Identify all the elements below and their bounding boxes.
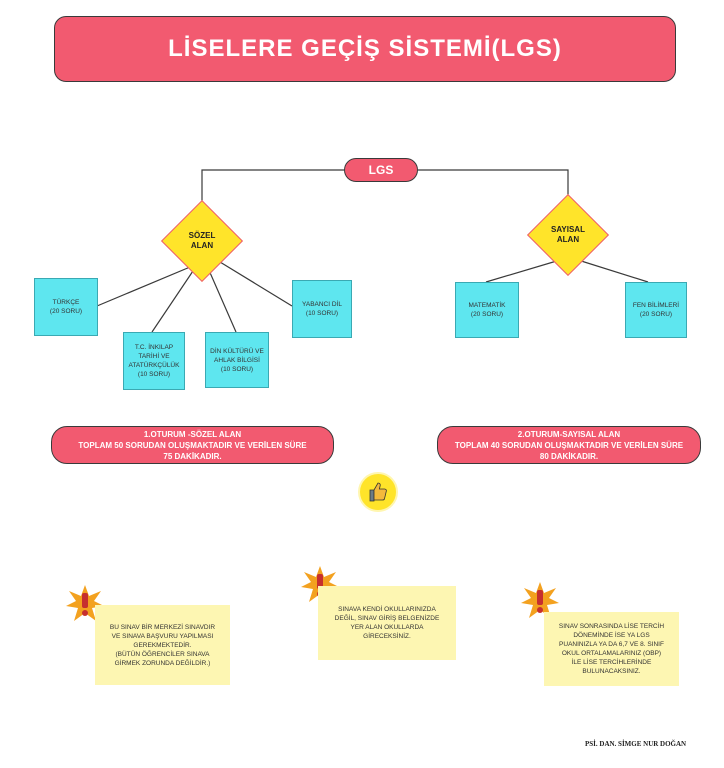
session-2-sayisal: 2.OTURUM-SAYISAL ALAN TOPLAM 40 SORUDAN … <box>437 426 701 464</box>
session-1-text: 1.OTURUM -SÖZEL ALAN TOPLAM 50 SORUDAN O… <box>78 429 307 461</box>
note-exam-location-text: SINAVA KENDİ OKULLARINIZDA DEĞİL, SINAV … <box>334 606 440 640</box>
exclamation-burst-icon <box>521 582 559 618</box>
exclamation-burst-icon <box>66 585 104 621</box>
session-2-text: 2.OTURUM-SAYISAL ALAN TOPLAM 40 SORUDAN … <box>454 429 684 461</box>
subject-yabanci-dil-label: YABANCI DİL (10 SORU) <box>302 301 342 317</box>
page-title-text: LİSELERE GEÇİŞ SİSTEMİ(LGS) <box>168 35 562 62</box>
subject-inkilap-tarihi-label: T.C. İNKILAP TARİHİ VE ATATÜRKÇÜLÜK (10 … <box>128 344 180 378</box>
lgs-root-node: LGS <box>344 158 418 182</box>
session-1-sozel: 1.OTURUM -SÖZEL ALAN TOPLAM 50 SORUDAN O… <box>51 426 334 464</box>
note-central-exam-text: BU SINAV BİR MERKEZİ SINAVDIR VE SINAVA … <box>109 623 216 667</box>
sayisal-label: SAYISAL ALAN <box>551 225 585 244</box>
subject-inkilap-tarihi: T.C. İNKILAP TARİHİ VE ATATÜRKÇÜLÜK (10 … <box>123 332 185 390</box>
subject-turkce-label: TÜRKÇE (20 SORU) <box>49 299 83 315</box>
note-central-exam: BU SINAV BİR MERKEZİ SINAVDIR VE SINAVA … <box>95 605 230 685</box>
subject-din-kulturu: DİN KÜLTÜRÜ VE AHLAK BİLGİSİ (10 SORU) <box>205 332 269 388</box>
note-exam-location: SINAVA KENDİ OKULLARINIZDA DEĞİL, SINAV … <box>318 586 456 660</box>
subject-matematik-label: MATEMATİK (20 SORU) <box>468 302 506 318</box>
subject-fen-bilimleri-label: FEN BİLİMLERİ (20 SORU) <box>632 302 680 318</box>
subject-yabanci-dil: YABANCI DİL (10 SORU) <box>292 280 352 338</box>
thumbs-up-icon <box>358 472 398 512</box>
author-signature: PSİ. DAN. SİMGE NUR DOĞAN <box>585 740 687 748</box>
note-preferences: SINAV SONRASINDA LİSE TERCİH DÖNEMİNDE İ… <box>544 612 679 686</box>
subject-turkce: TÜRKÇE (20 SORU) <box>34 278 98 336</box>
note-preferences-text: SINAV SONRASINDA LİSE TERCİH DÖNEMİNDE İ… <box>558 623 665 675</box>
lgs-root-label: LGS <box>368 163 394 177</box>
subject-matematik: MATEMATİK (20 SORU) <box>455 282 519 338</box>
sozel-label: SÖZEL ALAN <box>188 231 216 250</box>
page-title: LİSELERE GEÇİŞ SİSTEMİ(LGS) <box>54 16 676 82</box>
subject-din-kulturu-label: DİN KÜLTÜRÜ VE AHLAK BİLGİSİ (10 SORU) <box>210 347 264 373</box>
subject-fen-bilimleri: FEN BİLİMLERİ (20 SORU) <box>625 282 687 338</box>
